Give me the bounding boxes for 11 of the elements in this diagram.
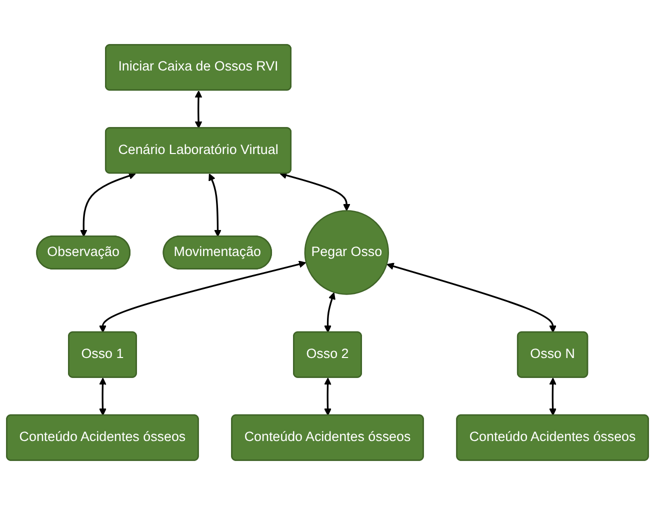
arrow — [99, 378, 106, 416]
arrow — [324, 292, 336, 333]
arrow — [80, 172, 136, 237]
arrow — [386, 262, 556, 333]
node-circle: Pegar Osso — [304, 210, 389, 295]
arrow — [99, 260, 306, 333]
arrow — [549, 378, 556, 416]
arrow — [280, 172, 350, 212]
arrow — [208, 173, 222, 237]
arrow — [194, 90, 202, 129]
arrow — [324, 378, 332, 416]
